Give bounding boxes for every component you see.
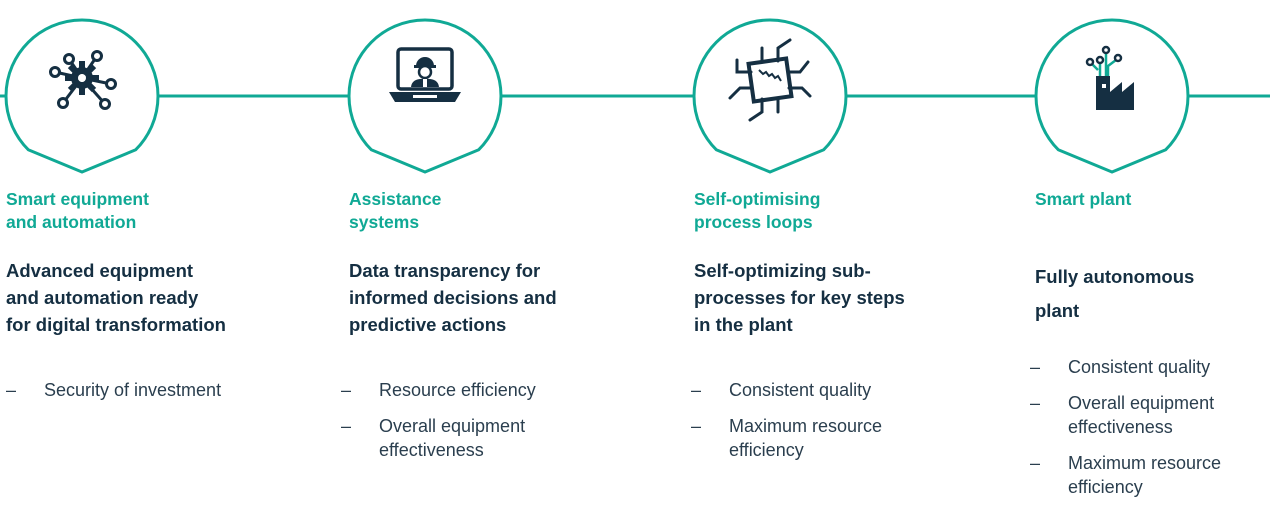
stage-3-bullet-2-line-1: Maximum resource (729, 416, 883, 436)
stage-2-title: Assistance systems (349, 188, 579, 234)
processor-chip-icon (728, 38, 812, 122)
bullet-dash: – (691, 416, 702, 436)
smart-factory-icon (1085, 45, 1134, 110)
stage-2-heading-line-3: predictive actions (349, 314, 507, 335)
stage-2-title-line-1: Assistance (349, 189, 442, 209)
stage-2-bullet-list: – Resource efficiency – Overall equipment e… (341, 378, 601, 474)
stage-4-bullet-2: – Overall equipment effectiveness (1030, 391, 1268, 439)
stage-4-bullet-3-line-1: Maximum resource (1068, 453, 1222, 473)
stage-3-bullet-1: – Consistent quality (691, 378, 951, 402)
laptop-engineer-icon (389, 47, 461, 102)
stage-1-heading-line-1: Advanced equipment (6, 260, 194, 281)
stage-4-title: Smart plant (1035, 188, 1265, 211)
stage-1-marker (4, 18, 160, 174)
stage-1-title-line-1: Smart equipment (6, 189, 149, 209)
stage-3-title: Self-optimising process loops (694, 188, 924, 234)
stage-4-bullet-1-line-1: Consistent quality (1068, 357, 1211, 377)
bullet-dash: – (6, 380, 17, 400)
stage-1-bullet-list: – Security of investment (6, 378, 266, 414)
stage-2-bullet-2-line-1: Overall equipment (379, 416, 526, 436)
stage-4-heading-line-2: plant (1035, 300, 1080, 321)
stage-2-heading-line-1: Data transparency for (349, 260, 541, 281)
stage-1-heading: Advanced equipment and automation ready … (6, 257, 306, 338)
stage-4-bullet-3: – Maximum resource efficiency (1030, 451, 1268, 499)
bullet-dash: – (341, 416, 352, 436)
stage-1-heading-line-2: and automation ready (6, 287, 199, 308)
stage-2-bullet-2-line-2: effectiveness (379, 440, 484, 460)
stage-2-bullet-1-line-1: Resource efficiency (379, 380, 536, 400)
stage-3-title-line-1: Self-optimising (694, 189, 821, 209)
bullet-dash: – (341, 380, 352, 400)
stage-4-bullet-2-line-2: effectiveness (1068, 417, 1173, 437)
bullet-dash: – (1030, 357, 1041, 377)
stage-2-title-line-2: systems (349, 212, 420, 232)
bullet-dash: – (1030, 453, 1041, 473)
stage-1-title: Smart equipment and automation (6, 188, 236, 234)
stage-3-bullet-list: – Consistent quality – Maximum resource eff… (691, 378, 951, 474)
stage-2-bullet-1: – Resource efficiency (341, 378, 601, 402)
stage-4-bullet-1: – Consistent quality (1030, 355, 1268, 379)
stage-3-heading-line-2: processes for key steps (694, 287, 905, 308)
stage-4-title-line-1: Smart plant (1035, 189, 1132, 209)
stage-3-heading-line-3: in the plant (694, 314, 793, 335)
stage-3-bullet-2-line-2: efficiency (729, 440, 804, 460)
stage-3-bullet-2: – Maximum resource efficiency (691, 414, 951, 462)
stage-3-heading-line-1: Self-optimizing sub- (694, 260, 871, 281)
stage-4-bullet-list: – Consistent quality – Overall equipment ef… (1030, 355, 1268, 511)
bullet-dash: – (691, 380, 702, 400)
stage-4-heading: Fully autonomous plant (1035, 260, 1265, 328)
stage-1-bullet-1: – Security of investment (6, 378, 266, 402)
bullet-dash: – (1030, 393, 1041, 413)
stage-4-bullet-3-line-2: efficiency (1068, 477, 1143, 497)
stage-1-bullet-1-line-1: Security of investment (44, 380, 222, 400)
stage-3-heading: Self-optimizing sub- processes for key s… (694, 257, 994, 338)
stage-2-bullet-2: – Overall equipment effectiveness (341, 414, 601, 462)
stage-1-heading-line-3: for digital transformation (6, 314, 226, 335)
network-gear-icon (49, 50, 117, 110)
stage-1-title-line-2: and automation (6, 212, 137, 232)
stage-2-heading: Data transparency for informed decisions… (349, 257, 649, 338)
stage-3-bullet-1-line-1: Consistent quality (729, 380, 872, 400)
roadmap-graphic (0, 18, 1270, 174)
stage-3-title-line-2: process loops (694, 212, 813, 232)
stage-4-heading-line-1: Fully autonomous (1035, 266, 1195, 287)
stage-2-heading-line-2: informed decisions and (349, 287, 557, 308)
stage-4-bullet-2-line-1: Overall equipment (1068, 393, 1215, 413)
